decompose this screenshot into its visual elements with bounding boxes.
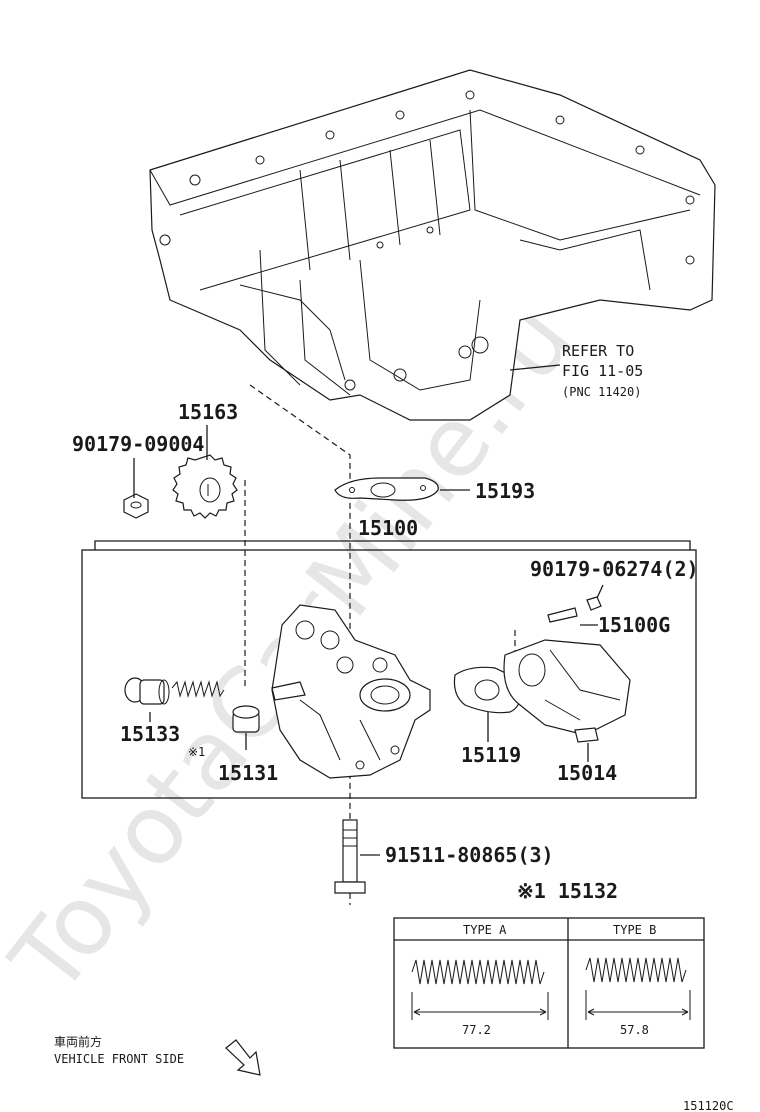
part-label-sprocket: 15163 (178, 400, 238, 424)
type-a-length: 77.2 (462, 1023, 491, 1037)
refer-note-line1: REFER TO (562, 342, 634, 360)
leader-lines (94, 364, 691, 856)
oil-pump-body (271, 604, 431, 779)
assembly-frame (81, 549, 697, 799)
part-label-bolt: 91511-80865(3) (385, 843, 554, 867)
refer-note-line2: FIG 11-05 (562, 362, 643, 380)
strainer-part (503, 639, 631, 743)
relief-valve-part (232, 705, 260, 733)
part-label-strainer-gasket: 15119 (461, 743, 521, 767)
type-b-spring-drawing (585, 957, 687, 983)
bolt-part (334, 819, 366, 894)
part-label-strainer: 15014 (557, 761, 617, 785)
relief-spring-part (171, 680, 225, 698)
part-label-bolt-set: 90179-06274(2) (530, 557, 699, 581)
note-marker-1: ※1 (188, 745, 205, 759)
nut-part-90179-09004 (123, 493, 149, 519)
part-label-stud: 15100G (598, 613, 670, 637)
spring-type-table: TYPE A TYPE B 77.2 57.8 (393, 917, 705, 1049)
type-b-header: TYPE B (613, 923, 656, 937)
oil-pan-drawing (149, 69, 716, 421)
type-a-header: TYPE A (463, 923, 507, 937)
part-label-gasket: 15193 (475, 479, 535, 503)
part-label-spring: ※1 15132 (517, 879, 618, 903)
type-a-spring-drawing (411, 959, 545, 985)
plug-part (124, 677, 170, 705)
front-side-label: VEHICLE FRONT SIDE (54, 1052, 184, 1066)
illustration-number: 151120C (683, 1099, 734, 1112)
front-side-jp-label: 車両前方 (54, 1034, 102, 1049)
front-direction-arrow-icon (225, 1039, 261, 1076)
refer-note-line3: (PNC 11420) (562, 385, 641, 399)
gasket-part (334, 477, 439, 501)
sprocket-part (172, 454, 238, 519)
part-label-oil-pump-assy: 15100 (358, 516, 418, 540)
stud-bolt-part (547, 596, 602, 623)
type-b-length: 57.8 (620, 1023, 649, 1037)
part-label-valve: 15131 (218, 761, 278, 785)
part-label-nut: 90179-09004 (72, 432, 204, 456)
part-label-plug: 15133 (120, 722, 180, 746)
